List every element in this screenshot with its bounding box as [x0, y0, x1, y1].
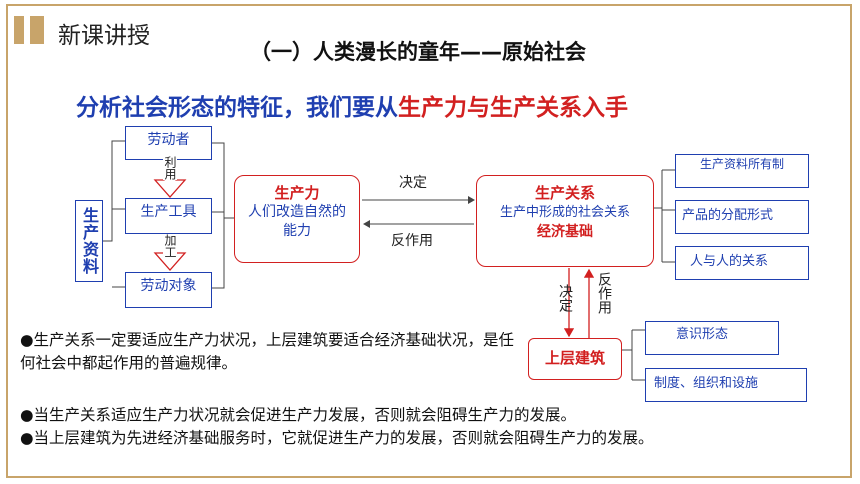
arrow-label-reacts-vertical-text: 反作用: [596, 272, 612, 314]
page-title: （一）人类漫长的童年——原始社会: [250, 40, 586, 64]
superstructure-item-institutions: 制度、组织和设施: [645, 368, 807, 402]
productivity-desc: 人们改造自然的能力: [248, 204, 346, 239]
subtitle-highlight: 生产力与生产关系入手: [398, 95, 628, 121]
relations-item-distribution: 产品的分配形式: [675, 200, 809, 234]
superstructure-item-ideology-label: 意识形态: [676, 327, 729, 342]
tools-label: 生产工具: [140, 204, 197, 220]
worker-box: 劳动者: [125, 126, 212, 160]
bullet-1: ●生产关系一定要适应生产力状况，上层建筑要适合经济基础状况，是任何社会中都起作用…: [20, 331, 515, 372]
means-of-production-box: 生产资料: [75, 200, 103, 282]
bullet-2: ●当生产关系适应生产力状况就会促进生产力发展，否则就会阻碍生产力的发展。: [20, 406, 577, 424]
arrow-label-process-text: 加工: [163, 234, 177, 258]
slide-frame: [6, 4, 852, 478]
arrow-label-process: 加工: [163, 234, 177, 258]
labor-object-label: 劳动对象: [140, 278, 197, 294]
productivity-box: 生产力 人们改造自然的能力: [234, 175, 360, 263]
relations-item-people: 人与人的关系: [675, 246, 809, 280]
relations-item-distribution-label: 产品的分配形式: [682, 208, 774, 223]
header-bar-left: [14, 16, 24, 44]
superstructure-item-institutions-label: 制度、组织和设施: [654, 376, 759, 391]
subtitle-prefix: 分析社会形态的特征，我们要从: [76, 95, 398, 121]
subtitle: 分析社会形态的特征，我们要从生产力与生产关系入手: [76, 88, 628, 122]
arrow-label-reacts-vertical: 反作用: [596, 272, 612, 314]
arrow-label-use: 利用: [163, 156, 177, 180]
arrow-label-decides-vertical: 决定: [557, 284, 573, 312]
relations-box: 生产关系 生产中形成的社会关系 经济基础: [476, 175, 654, 267]
relations-item-ownership: 生产资料所有制: [675, 154, 809, 188]
labor-object-box: 劳动对象: [125, 272, 212, 308]
arrow-label-decides: 决定: [399, 175, 427, 191]
productivity-title: 生产力: [274, 184, 320, 202]
arrow-label-use-text: 利用: [163, 156, 177, 180]
means-of-production-label: 生产资料: [80, 207, 99, 275]
relations-sub: 经济基础: [537, 224, 593, 240]
relations-title: 生产关系: [534, 184, 595, 202]
arrow-label-reacts: 反作用: [391, 233, 433, 249]
relations-item-people-label: 人与人的关系: [690, 254, 769, 269]
superstructure-title: 上层建筑: [544, 349, 605, 367]
bullet-3: ●当上层建筑为先进经济基础服务时，它就促进生产力的发展，否则就会阻碍生产力的发展…: [20, 429, 654, 447]
relations-desc: 生产中形成的社会关系: [499, 205, 630, 220]
superstructure-item-ideology: 意识形态: [645, 321, 779, 355]
header-bar-right: [30, 16, 44, 44]
relations-item-ownership-label: 生产资料所有制: [699, 157, 784, 171]
section-label: 新课讲授: [58, 23, 150, 49]
arrow-label-decides-vertical-text: 决定: [557, 284, 573, 312]
worker-label: 劳动者: [147, 132, 190, 148]
superstructure-box: 上层建筑: [528, 338, 622, 380]
tools-box: 生产工具: [125, 198, 212, 234]
